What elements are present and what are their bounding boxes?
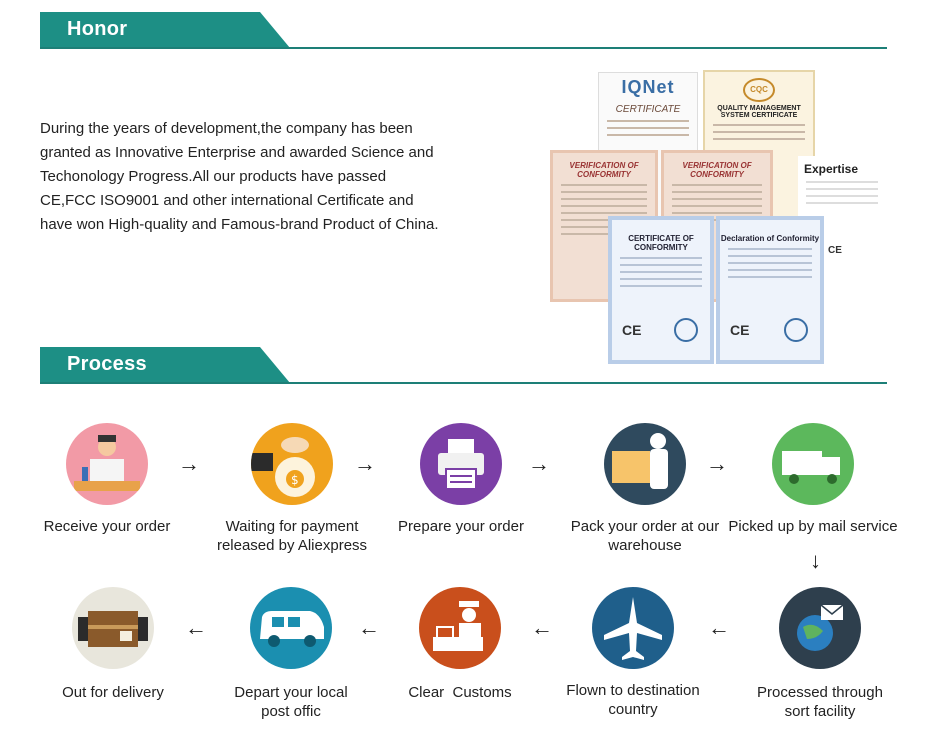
step-depart-post-office: Depart your local post offic [218,587,364,721]
packing-person-icon [604,423,686,505]
header-tab [40,12,290,48]
header-tab [40,347,290,383]
iqnet-certificate-title: CERTIFICATE [615,104,681,115]
step-sort-facility: Processed through sort facility [742,587,898,721]
ce-mark-2: CE [730,322,750,338]
step-picked-up: Picked up by mail service [725,423,901,536]
seal-icon [784,318,808,342]
arrow-right-icon: → [528,451,550,476]
arrow-left-icon: ← [185,615,207,640]
step-label: Depart your local post offic [234,684,348,720]
person-at-desk-icon [66,423,148,505]
delivery-truck-icon [772,423,854,505]
process-heading: Process [67,353,147,375]
conformity-certificate: CERTIFICATE OF CONFORMITY CE [608,216,714,364]
arrow-left-icon: ← [358,615,380,640]
process-section-header: Process [40,347,887,384]
expertise-title: Expertise [804,162,859,176]
declaration-certificate: Declaration of Conformity CE [716,216,824,364]
arrow-down-icon: ↓ [810,548,821,573]
verification-title: VERIFICATION OF CONFORMITY [569,161,639,179]
ce-mark-expertise: CE [828,245,842,256]
verification-title-2: VERIFICATION OF CONFORMITY [682,161,752,179]
svg-text:$: $ [291,473,299,487]
certificates-collage: IQNet CERTIFICATE CQC QUALITY MANAGEMENT… [548,64,888,364]
printer-icon [420,423,502,505]
parcel-box-icon [72,587,154,669]
step-label: Picked up by mail service [728,518,898,535]
step-receive-order: Receive your order [32,423,182,536]
step-label: Receive your order [43,518,171,535]
header-rule [40,47,887,49]
arrow-left-icon: ← [708,615,730,640]
step-prepare-order: Prepare your order [388,423,534,536]
step-out-for-delivery: Out for delivery [40,587,186,702]
step-label: Clear Customs [408,684,512,701]
arrow-right-icon: → [706,451,728,476]
step-clear-customs: Clear Customs [392,587,528,702]
van-icon [250,587,332,669]
arrow-left-icon: ← [531,615,553,640]
step-label: Out for delivery [62,684,164,701]
iqnet-logo: IQNet [621,77,675,97]
step-label: Waiting for payment released by Aliexpre… [216,518,368,554]
declaration-title: Declaration of Conformity [720,234,820,243]
cqc-logo: CQC [743,78,775,102]
honor-heading: Honor [67,18,128,40]
conformity-title: CERTIFICATE OF CONFORMITY [628,234,694,252]
step-flown: Flown to destination country [560,587,706,719]
arrow-right-icon: → [178,451,200,476]
globe-mail-icon [779,587,861,669]
step-pack-order: Pack your order at our warehouse [570,423,720,555]
step-label: Prepare your order [398,518,524,535]
step-label: Processed through sort facility [757,684,883,720]
money-bag-hand-icon: $ [251,423,333,505]
customs-officer-icon [419,587,501,669]
step-label: Pack your order at our warehouse [570,518,720,554]
ce-mark: CE [622,322,642,338]
seal-icon [674,318,698,342]
header-rule [40,382,887,384]
qms-certificate-title: QUALITY MANAGEMENT SYSTEM CERTIFICATE [717,105,801,119]
airplane-icon [592,587,674,669]
step-label: Flown to destination country [566,682,700,718]
step-waiting-payment: $ Waiting for payment released by Aliexp… [208,423,376,555]
arrow-right-icon: → [354,451,376,476]
honor-section-header: Honor [40,12,887,49]
honor-paragraph: During the years of development,the comp… [40,120,439,233]
